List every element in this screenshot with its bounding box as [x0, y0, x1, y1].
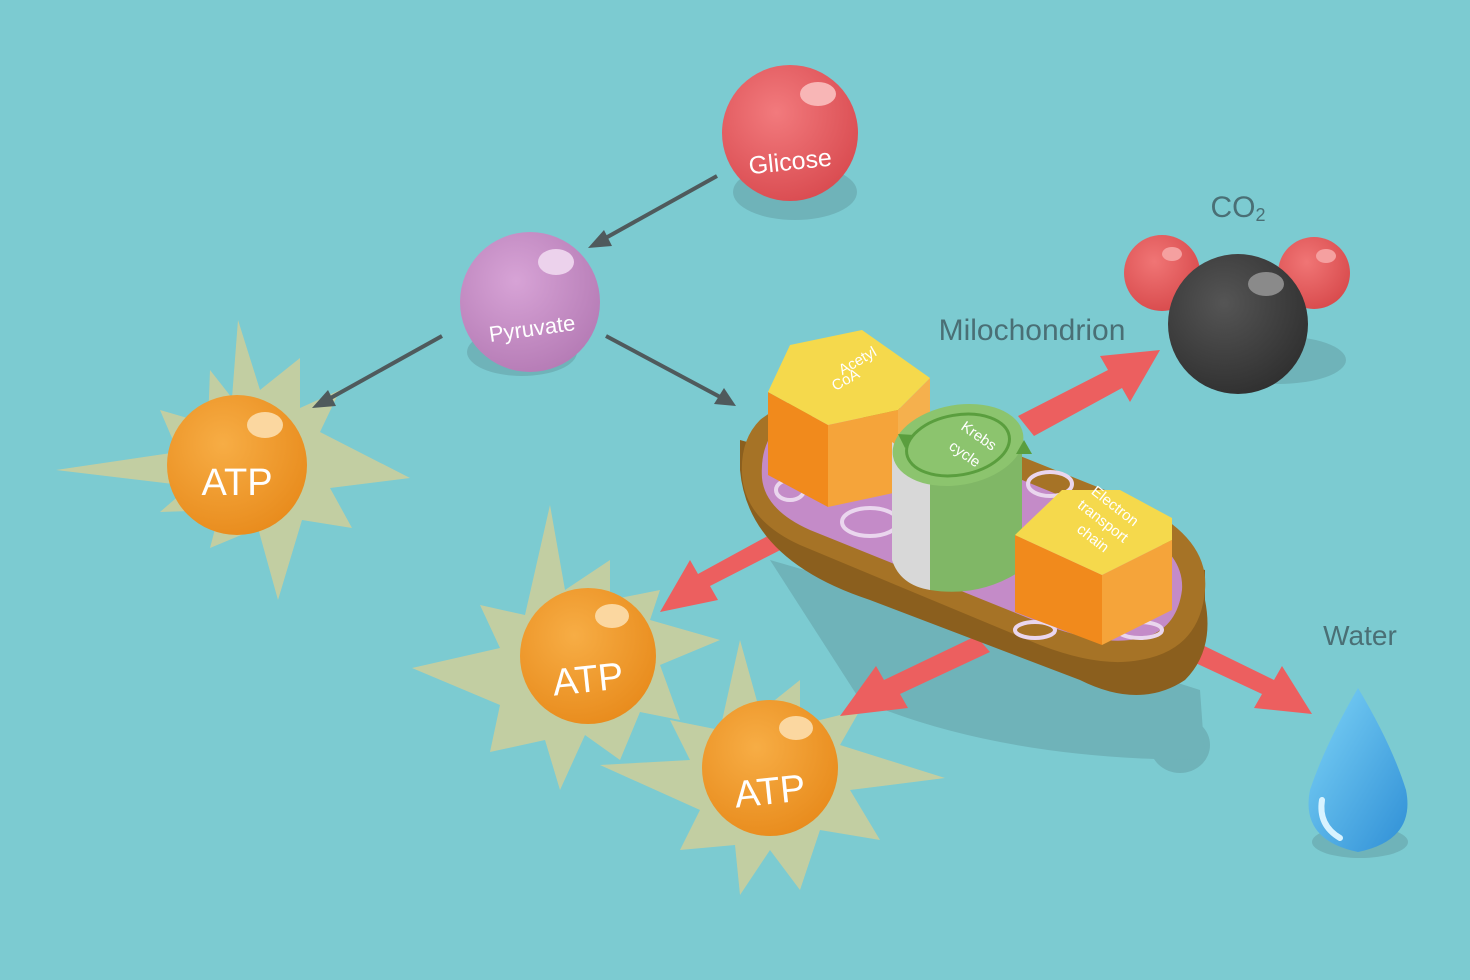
krebs-cycle-ring	[905, 412, 1011, 478]
water-label: Water	[1323, 620, 1397, 651]
acetyl-side-right	[828, 410, 898, 507]
krebs-arrow-head-1	[1016, 440, 1032, 454]
co2-label-subscript: 2	[1255, 205, 1265, 225]
sphere-icon	[460, 232, 600, 372]
atp-molecule-bottom: ATP	[600, 640, 945, 895]
atp-label: ATP	[201, 462, 272, 504]
oxygen-highlight-left	[1162, 247, 1182, 261]
arrow-glucose-to-pyruvate	[588, 174, 718, 248]
red-arrows	[660, 350, 1312, 716]
mitochondrion-label: Milochondrion	[939, 314, 1126, 347]
glucose-molecule: Glicose	[722, 65, 858, 201]
acetyl-side-left	[768, 392, 828, 507]
atp-highlight	[247, 412, 283, 438]
arrow-to-atp-middle	[660, 526, 800, 612]
arrow-to-water	[1172, 636, 1312, 714]
acetyl-top	[768, 330, 930, 425]
krebs-arrow-head-2	[898, 434, 914, 448]
krebs-cycle-block: Krebs cycle	[892, 403, 1032, 592]
droplet-shine	[1318, 797, 1343, 841]
arrow-pyruvate-to-mitochondrion	[605, 334, 736, 406]
water-droplet	[1308, 688, 1408, 852]
arrow-pyruvate-to-atp	[312, 334, 443, 408]
atp-highlight	[779, 716, 813, 740]
atp-label: ATP	[550, 655, 625, 704]
pyruvate-highlight	[538, 249, 574, 275]
gray-arrows	[312, 174, 736, 408]
arrow-to-atp-bottom	[840, 636, 990, 716]
co2-label: CO2	[1210, 191, 1265, 225]
sphere-icon	[520, 588, 656, 724]
carbon-highlight	[1248, 272, 1284, 296]
glucose-highlight	[800, 82, 836, 106]
mitochondrion: Acetyl CoA Krebs cycle Electron transpor…	[740, 330, 1208, 695]
co2-label-main: CO	[1210, 191, 1255, 224]
atp-highlight	[595, 604, 629, 628]
molecule-icon	[1168, 254, 1308, 394]
oxygen-highlight-right	[1316, 249, 1336, 263]
droplet-icon	[1308, 688, 1408, 852]
arrow-to-co2	[1018, 350, 1160, 436]
etc-side-left	[1015, 535, 1102, 645]
sphere-icon	[702, 700, 838, 836]
atp-molecule-left: ATP	[56, 320, 410, 600]
atp-label: ATP	[732, 767, 807, 816]
electron-transport-chain-block: Electron transport chain	[1015, 483, 1172, 645]
atp-molecule-middle: ATP	[412, 505, 720, 790]
co2-molecule	[1124, 235, 1350, 394]
sphere-icon	[722, 65, 858, 201]
pyruvate-molecule: Pyruvate	[460, 232, 600, 372]
etc-top	[1015, 490, 1172, 575]
